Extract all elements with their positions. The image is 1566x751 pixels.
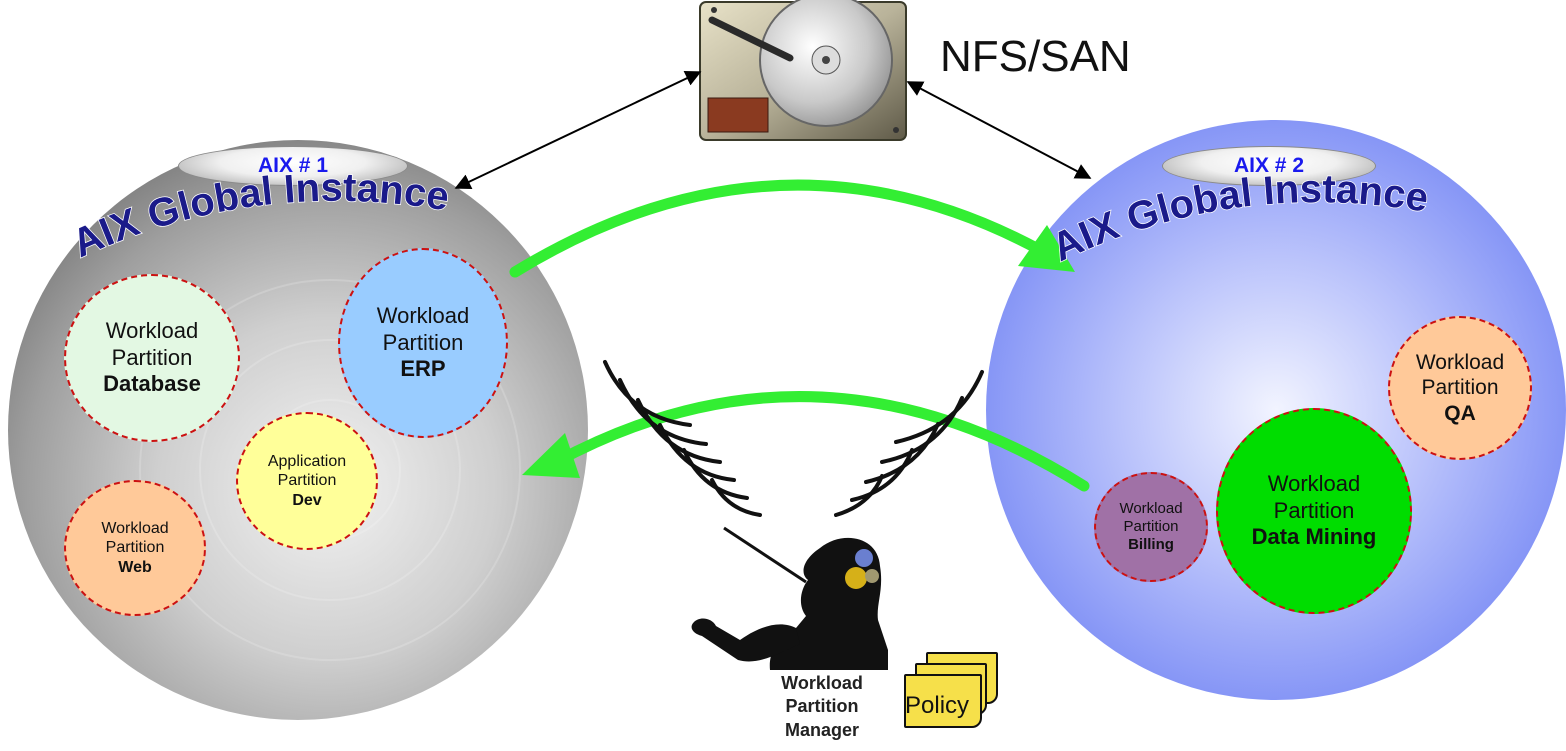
manager-line-3: Manager [784,719,860,740]
partition-name: QA [1444,401,1476,425]
partition-line: Workload [376,303,470,329]
partition-line: Partition [105,539,165,557]
partition-line: Partition [1421,376,1499,400]
aix1-title: AIX Global Instance [70,170,453,267]
partition-name: Database [103,371,201,397]
partition-database[interactable]: Workload Partition Database [64,274,240,442]
partition-name: Billing [1128,536,1174,553]
partition-name: Dev [292,491,322,509]
partition-line: Workload [105,318,199,344]
aix1-badge: AIX # 1 [178,146,408,186]
migration-arrow-erp [509,179,1075,278]
migration-arrow-billing [522,391,1090,492]
manager-line-1: Workload [781,673,863,693]
hard-disk-icon [699,0,907,141]
partition-line: Workload [101,520,169,538]
manager-label: Workload Partition Manager [752,672,892,742]
partition-line: Partition [382,329,464,355]
partition-line: Partition [111,344,193,370]
partition-erp[interactable]: Workload Partition ERP [338,248,508,438]
svg-text:AIX Global Instance: AIX Global Instance [1050,170,1432,270]
partition-line: Workload [1267,471,1361,497]
manager-line-2: Partition [785,696,859,717]
partition-name: Data Mining [1251,524,1377,550]
partition-name: ERP [400,356,446,382]
partition-data-mining[interactable]: Workload Partition Data Mining [1216,408,1412,614]
partition-line: Partition [1273,497,1355,523]
storage-link-aix1 [454,70,702,190]
partition-line: Workload [1119,500,1183,517]
partition-line: Partition [1123,518,1179,535]
partition-line: Partition [277,472,337,490]
partition-dev[interactable]: Application Partition Dev [236,412,378,550]
aix2-title: AIX Global Instance [1050,170,1432,270]
partition-name: Web [118,558,152,576]
aix2-badge: AIX # 2 [1162,146,1376,186]
partition-line: Workload [1415,351,1505,375]
partition-line: Application [267,453,347,471]
signal-waves-icon [603,360,984,517]
conductor-icon [691,526,888,670]
storage-link-aix2 [906,81,1092,179]
policy-label: Policy [905,692,970,719]
partition-billing[interactable]: Workload Partition Billing [1094,472,1208,582]
partition-web[interactable]: Workload Partition Web [64,480,206,616]
storage-label: NFS/SAN [940,32,1131,81]
svg-text:AIX Global Instance: AIX Global Instance [70,170,452,266]
partition-qa[interactable]: Workload Partition QA [1388,316,1532,460]
